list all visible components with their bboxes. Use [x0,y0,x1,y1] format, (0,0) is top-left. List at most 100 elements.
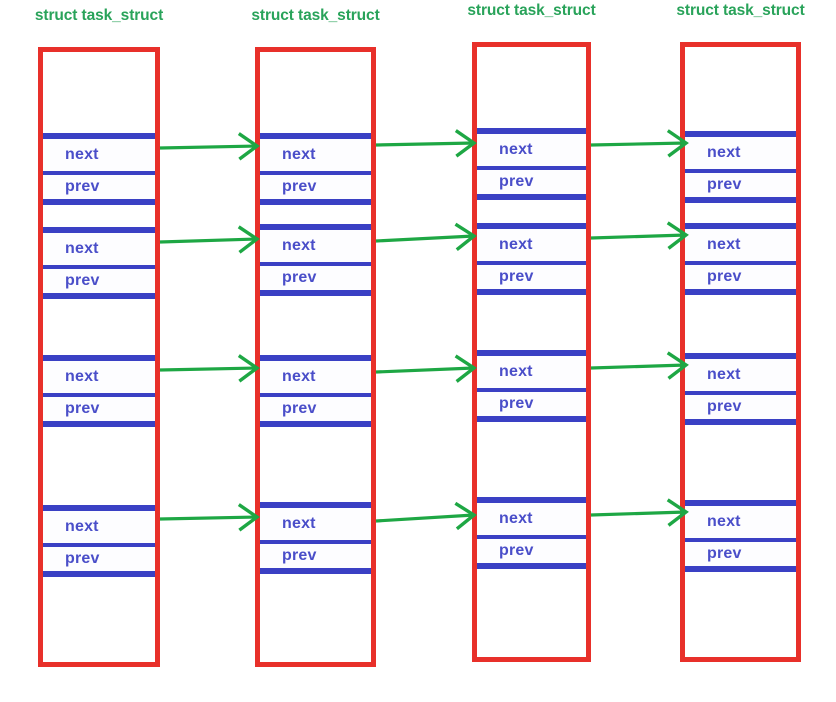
task-struct-box: next prev next prev next prev next prev [255,47,376,667]
prev-field-label: prev [707,176,742,193]
prev-field-label: prev [282,400,317,417]
next-field-label: next [282,237,316,254]
field-divider-bar [477,166,586,170]
next-field-cell[interactable]: next [685,229,796,261]
field-bottom-bar [43,199,155,205]
next-field-cell[interactable]: next [260,139,371,171]
next-field-cell[interactable]: next [43,361,155,393]
next-field-label: next [707,236,741,253]
column-title: struct task_struct [251,7,380,24]
next-field-label: next [499,141,533,158]
list-head-field-group: next prev [260,224,371,296]
prev-field-cell[interactable]: prev [477,539,586,563]
field-bottom-bar [260,290,371,296]
field-top-bar [43,227,155,233]
next-field-cell[interactable]: next [477,356,586,388]
column-title: struct task_struct [467,2,596,19]
field-bottom-bar [685,419,796,425]
next-field-cell[interactable]: next [260,508,371,540]
next-field-cell[interactable]: next [43,139,155,171]
field-bottom-bar [43,421,155,427]
list-head-field-group: next prev [260,502,371,574]
prev-field-cell[interactable]: prev [43,397,155,421]
next-field-label: next [282,368,316,385]
next-field-cell[interactable]: next [477,134,586,166]
task-struct-box: next prev next prev next prev next prev [472,42,591,662]
list-head-field-group: next prev [43,355,155,427]
next-field-label: next [499,510,533,527]
next-field-label: next [707,513,741,530]
prev-field-cell[interactable]: prev [685,173,796,197]
next-field-cell[interactable]: next [685,359,796,391]
field-bottom-bar [477,563,586,569]
list-head-field-group: next prev [477,350,586,422]
field-bottom-bar [477,194,586,200]
prev-field-cell[interactable]: prev [477,392,586,416]
prev-field-label: prev [65,550,100,567]
field-divider-bar [260,540,371,544]
column-title: struct task_struct [676,2,805,19]
next-field-cell[interactable]: next [685,506,796,538]
next-field-label: next [282,146,316,163]
prev-field-label: prev [282,178,317,195]
prev-field-cell[interactable]: prev [260,175,371,199]
field-top-bar [685,131,796,137]
next-field-cell[interactable]: next [685,137,796,169]
next-field-cell[interactable]: next [260,361,371,393]
next-field-label: next [707,144,741,161]
field-top-bar [477,128,586,134]
list-head-field-group: next prev [43,133,155,205]
prev-field-cell[interactable]: prev [477,170,586,194]
prev-field-label: prev [282,269,317,286]
field-divider-bar [43,543,155,547]
next-field-cell[interactable]: next [43,511,155,543]
prev-field-cell[interactable]: prev [260,266,371,290]
field-top-bar [477,497,586,503]
prev-field-cell[interactable]: prev [260,544,371,568]
prev-field-cell[interactable]: prev [685,395,796,419]
next-field-label: next [499,236,533,253]
prev-field-cell[interactable]: prev [685,265,796,289]
next-field-cell[interactable]: next [43,233,155,265]
field-bottom-bar [43,293,155,299]
next-field-cell[interactable]: next [477,503,586,535]
field-divider-bar [685,169,796,173]
prev-field-cell[interactable]: prev [43,269,155,293]
prev-field-label: prev [707,398,742,415]
field-top-bar [43,505,155,511]
prev-field-cell[interactable]: prev [685,542,796,566]
field-divider-bar [477,535,586,539]
prev-field-label: prev [499,268,534,285]
field-top-bar [260,502,371,508]
field-top-bar [260,355,371,361]
prev-field-label: prev [499,173,534,190]
prev-field-cell[interactable]: prev [260,397,371,421]
field-top-bar [477,223,586,229]
field-divider-bar [685,391,796,395]
prev-field-label: prev [707,268,742,285]
prev-field-cell[interactable]: prev [477,265,586,289]
list-head-field-group: next prev [477,497,586,569]
list-head-field-group: next prev [477,223,586,295]
field-top-bar [260,224,371,230]
field-divider-bar [260,262,371,266]
prev-field-label: prev [282,547,317,564]
field-bottom-bar [477,416,586,422]
field-bottom-bar [260,568,371,574]
next-field-cell[interactable]: next [260,230,371,262]
prev-field-cell[interactable]: prev [43,175,155,199]
prev-field-cell[interactable]: prev [43,547,155,571]
field-bottom-bar [685,566,796,572]
list-head-field-group: next prev [43,227,155,299]
field-bottom-bar [685,289,796,295]
field-divider-bar [685,538,796,542]
next-field-cell[interactable]: next [477,229,586,261]
field-bottom-bar [477,289,586,295]
prev-field-label: prev [707,545,742,562]
list-head-field-group: next prev [260,133,371,205]
column-title: struct task_struct [34,7,164,24]
list-head-field-group: next prev [260,355,371,427]
field-top-bar [685,353,796,359]
field-bottom-bar [260,421,371,427]
